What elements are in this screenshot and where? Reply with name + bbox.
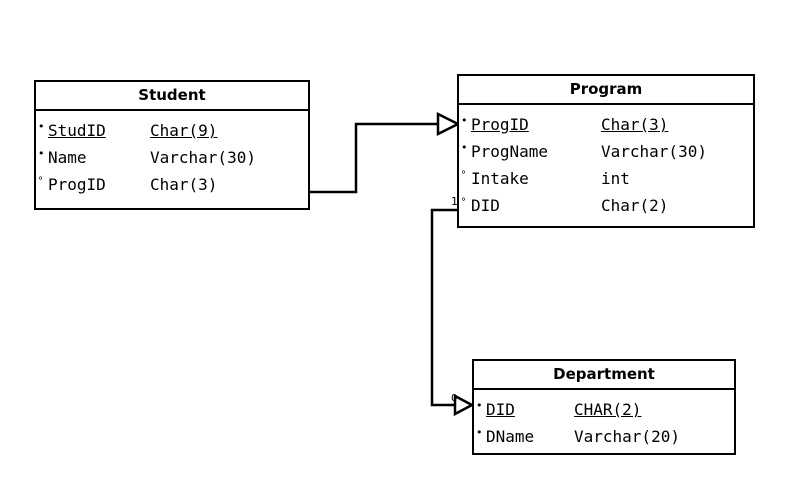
program-attr-intake[interactable]: ° Intake int — [459, 165, 753, 192]
department-title: Department — [474, 361, 734, 390]
attr-type: Varchar(20) — [574, 427, 680, 446]
program-department-arrowhead — [453, 393, 475, 417]
student-program-arrowhead — [436, 111, 461, 137]
student-title: Student — [36, 82, 308, 111]
mandatory-marker: • — [461, 141, 468, 154]
attr-type: Char(3) — [601, 115, 669, 134]
program-department-link — [430, 208, 458, 407]
attr-name: DName — [486, 427, 535, 446]
attr-type: Char(3) — [150, 175, 218, 194]
attr-type: CHAR(2) — [574, 400, 642, 419]
attr-name: StudID — [48, 121, 106, 140]
attr-name: Name — [48, 148, 87, 167]
student-attr-progid[interactable]: ° ProgID Char(3) — [36, 171, 308, 198]
program-attr-progid[interactable]: • ProgID Char(3) — [459, 111, 753, 138]
student-entity[interactable]: Student • StudID Char(9) • Name Varchar(… — [34, 80, 310, 210]
dept-cardinality: 0 — [451, 393, 457, 404]
pk-marker: • — [476, 399, 483, 412]
pk-marker: • — [38, 120, 45, 133]
student-attr-name[interactable]: • Name Varchar(30) — [36, 144, 308, 171]
attr-type: Varchar(30) — [150, 148, 256, 167]
mandatory-marker: • — [38, 147, 45, 160]
pk-marker: • — [461, 114, 468, 127]
department-attr-dname[interactable]: • DName Varchar(20) — [474, 423, 734, 450]
attr-name: DID — [486, 400, 515, 419]
department-entity[interactable]: Department • DID CHAR(2) • DName Varchar… — [472, 359, 736, 455]
optional-marker: ° — [38, 176, 43, 187]
program-dept-cardinality: 1 — [451, 195, 458, 208]
mandatory-marker: • — [476, 426, 483, 439]
attr-type: Char(9) — [150, 121, 218, 140]
attr-name: Intake — [471, 169, 529, 188]
attr-type: Varchar(30) — [601, 142, 707, 161]
attr-name: ProgID — [48, 175, 106, 194]
attr-type: int — [601, 169, 630, 188]
optional-marker: ° — [461, 197, 466, 208]
attr-type: Char(2) — [601, 196, 669, 215]
department-attr-did[interactable]: • DID CHAR(2) — [474, 396, 734, 423]
optional-marker: ° — [461, 170, 466, 181]
program-title: Program — [459, 76, 753, 105]
program-attr-progname[interactable]: • ProgName Varchar(30) — [459, 138, 753, 165]
program-entity[interactable]: Program • ProgID Char(3) • ProgName Varc… — [457, 74, 755, 228]
attr-name: ProgID — [471, 115, 529, 134]
attr-name: DID — [471, 196, 500, 215]
student-attr-studid[interactable]: • StudID Char(9) — [36, 117, 308, 144]
program-attr-did[interactable]: ° DID Char(2) — [459, 192, 753, 219]
attr-name: ProgName — [471, 142, 549, 161]
